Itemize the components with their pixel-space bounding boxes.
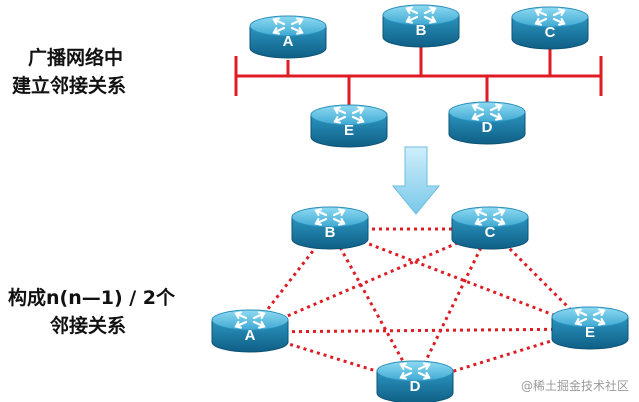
- router-mesh-b: B: [291, 206, 369, 250]
- router-arrows-icon: [574, 308, 606, 326]
- down-arrow-icon: [391, 146, 441, 215]
- router-top: [448, 101, 526, 123]
- router-label: A: [245, 327, 256, 344]
- caption-mesh: 构成n(n—1) / 2个 邻接关系: [8, 284, 175, 340]
- caption-broadcast-line-1: 广播网络中: [28, 47, 124, 69]
- router-broadcast-a: A: [249, 15, 327, 59]
- router-arrows-icon: [534, 8, 566, 26]
- router-label: B: [416, 22, 427, 39]
- router-label: C: [545, 24, 556, 41]
- router-top: [376, 360, 454, 382]
- watermark: @稀土掘金技术社区: [520, 379, 629, 393]
- link-c-d: [413, 228, 492, 384]
- router-label: E: [344, 122, 354, 139]
- link-b-d: [328, 228, 417, 384]
- router-top: [249, 15, 327, 37]
- router-label: D: [410, 378, 421, 395]
- router-label: E: [585, 324, 595, 341]
- router-broadcast-d: D: [448, 101, 526, 145]
- router-top: [211, 309, 289, 331]
- caption-broadcast-line-2: 建立邻接关系: [12, 75, 127, 97]
- router-label: A: [283, 33, 294, 50]
- router-top: [310, 104, 388, 126]
- router-label: C: [485, 224, 496, 241]
- router-top: [451, 206, 529, 228]
- router-top: [511, 6, 589, 28]
- router-arrows-icon: [333, 106, 365, 124]
- router-arrows-icon: [234, 311, 266, 329]
- link-a-e: [249, 327, 591, 334]
- router-top: [382, 4, 460, 26]
- caption-broadcast: 广播网络中 建立邻接关系: [12, 44, 126, 100]
- router-mesh-a: A: [211, 309, 289, 353]
- router-broadcast-e: E: [310, 104, 388, 148]
- router-top: [551, 306, 629, 328]
- link-c-a: [249, 227, 491, 334]
- router-mesh-e: E: [551, 306, 629, 350]
- router-broadcast-c: C: [511, 6, 589, 50]
- router-arrows-icon: [314, 208, 346, 226]
- router-arrows-icon: [399, 362, 431, 380]
- link-b-e: [329, 227, 591, 331]
- caption-mesh-line-2: 邻接关系: [50, 315, 127, 337]
- router-top: [291, 206, 369, 228]
- router-mesh-c: C: [451, 206, 529, 250]
- router-arrows-icon: [405, 6, 437, 24]
- router-label: D: [482, 119, 493, 136]
- router-arrows-icon: [471, 103, 503, 121]
- router-arrows-icon: [272, 17, 304, 35]
- router-arrows-icon: [474, 208, 506, 226]
- router-broadcast-b: B: [382, 4, 460, 48]
- mesh-links: [248, 227, 592, 385]
- broadcast-bus: [234, 46, 603, 106]
- router-label: B: [325, 224, 336, 241]
- caption-mesh-line-1: 构成n(n—1) / 2个: [8, 287, 176, 309]
- routers: A B C E D B C A E D: [211, 4, 629, 402]
- router-mesh-d: D: [376, 360, 454, 402]
